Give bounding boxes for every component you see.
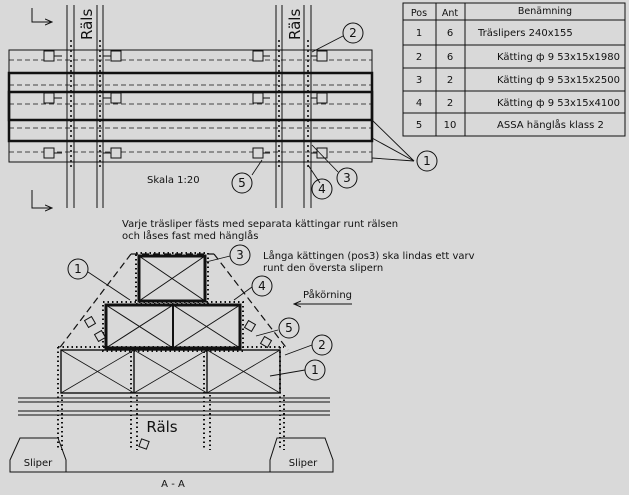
rail-label-right: Räls [286, 9, 304, 40]
table-cell-pos: 2 [416, 52, 422, 63]
callout-2: 2 [318, 338, 326, 352]
parts-table [402, 2, 626, 137]
note-line: Långa kättingen (pos3) ska lindas ett va… [263, 249, 475, 262]
callout-3: 3 [343, 171, 351, 185]
table-cell-ant: 2 [447, 75, 453, 86]
table-header-pos: Pos [411, 8, 427, 19]
scale-label: Skala 1:20 [147, 175, 200, 186]
impact-label: Påkörning [303, 288, 352, 301]
rail-left [66, 5, 104, 208]
callout-2: 2 [349, 26, 357, 40]
table-cell-name: Kätting ф 9 53x15x1980 [497, 52, 620, 63]
section-rails [18, 397, 330, 416]
table-cell-ant: 2 [447, 98, 453, 109]
callout-1: 1 [423, 154, 431, 168]
table-cell-pos: 5 [416, 120, 422, 131]
callout-5: 5 [285, 321, 293, 335]
rail-label-left: Räls [78, 9, 96, 40]
note-line: runt den översta slipern [263, 263, 383, 274]
section-rail-label: Räls [146, 418, 177, 436]
table-cell-name: Kätting ф 9 53x15x2500 [497, 75, 620, 86]
note-line: Varje träsliper fästs med separata kätti… [122, 219, 398, 230]
plan-chains [70, 40, 309, 170]
callout-4: 4 [258, 279, 266, 293]
table-header-benamning: Benämning [518, 6, 572, 17]
callout-5: 5 [238, 176, 246, 190]
table-cell-ant: 10 [444, 120, 457, 131]
padlock-icon [43, 50, 328, 159]
callout-1: 1 [311, 363, 319, 377]
table-cell-ant: 6 [447, 52, 453, 63]
section-view [9, 244, 334, 473]
table-cell-pos: 3 [416, 75, 422, 86]
table-header-ant: Ant [442, 8, 459, 19]
table-cell-ant: 6 [447, 28, 453, 39]
section-label: A - A [161, 479, 185, 490]
table-cell-pos: 1 [416, 28, 422, 39]
sleeper-label-right: Sliper [289, 458, 318, 469]
callout-4: 4 [318, 182, 326, 196]
section-chains [57, 252, 285, 450]
table-cell-name: Träslipers 240x155 [477, 28, 573, 39]
table-cell-name: ASSA hänglås klass 2 [497, 118, 604, 131]
plan-view [7, 5, 438, 208]
callout-1: 1 [74, 262, 82, 276]
padlock-icon [83, 315, 273, 450]
note-line: och låses fast med hänglås [122, 229, 258, 242]
sleeper-label-left: Sliper [24, 458, 53, 469]
table-cell-pos: 4 [416, 98, 422, 109]
callout-3: 3 [236, 248, 244, 262]
rail-right [275, 5, 312, 208]
table-cell-name: Kätting ф 9 53x15x4100 [497, 98, 620, 109]
